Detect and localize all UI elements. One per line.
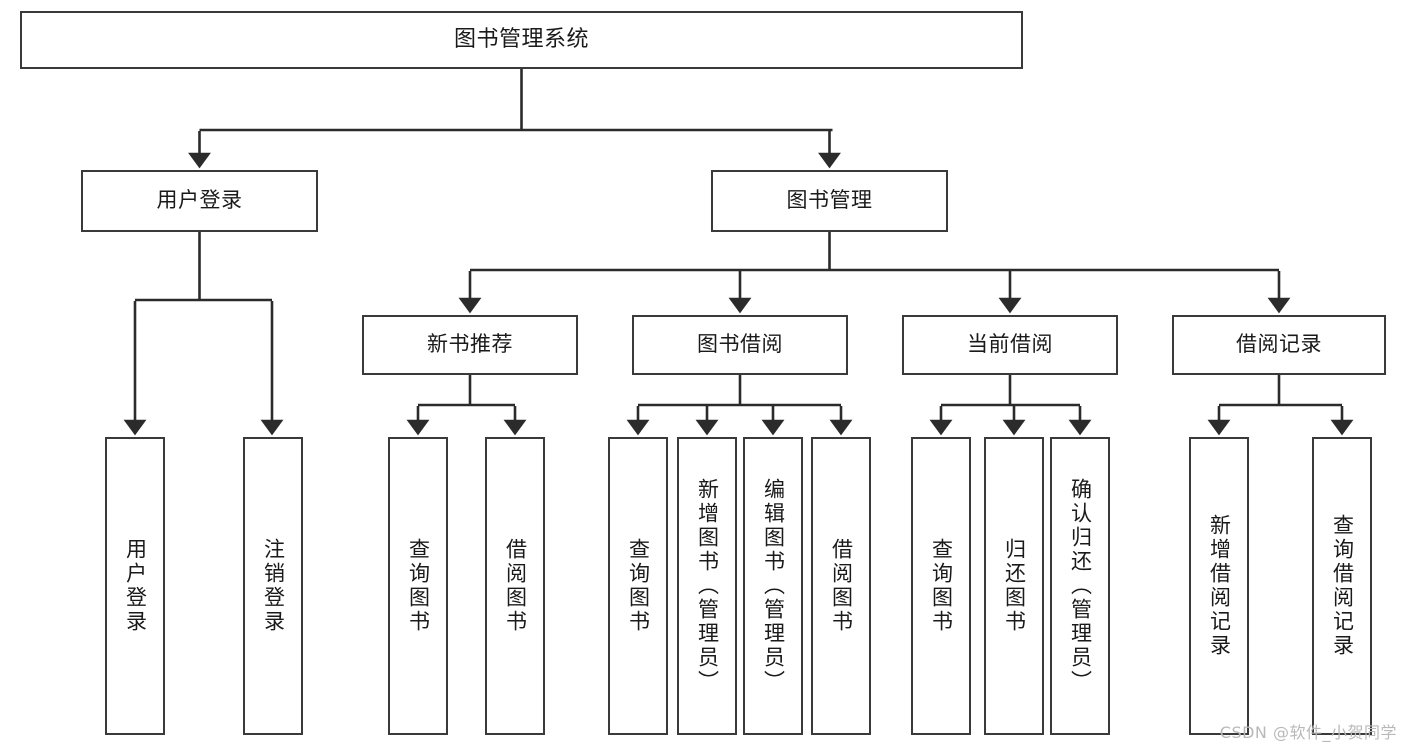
node-current-borrow[interactable]: 当前借阅 <box>902 315 1118 375</box>
leaf-borrow-book-recommend[interactable]: 借阅图书 <box>485 437 545 735</box>
node-book-borrow[interactable]: 图书借阅 <box>632 315 848 375</box>
node-borrow-record[interactable]: 借阅记录 <box>1172 315 1386 375</box>
leaf-query-book-current[interactable]: 查询图书 <box>911 437 971 735</box>
node-new-book-recommend[interactable]: 新书推荐 <box>362 315 578 375</box>
leaf-add-borrow-record[interactable]: 新增借阅记录 <box>1189 437 1249 735</box>
leaf-query-book-borrow[interactable]: 查询图书 <box>608 437 668 735</box>
leaf-edit-book-admin[interactable]: 编辑图书（管理员） <box>743 437 803 735</box>
node-user-login[interactable]: 用户登录 <box>81 170 318 232</box>
leaf-query-borrow-record[interactable]: 查询借阅记录 <box>1312 437 1372 735</box>
leaf-return-book[interactable]: 归还图书 <box>984 437 1044 735</box>
leaf-user-login[interactable]: 用户登录 <box>105 437 165 735</box>
leaf-user-logout[interactable]: 注销登录 <box>243 437 303 735</box>
leaf-add-book-admin[interactable]: 新增图书（管理员） <box>677 437 737 735</box>
node-book-manage[interactable]: 图书管理 <box>711 170 948 232</box>
node-root-system[interactable]: 图书管理系统 <box>20 11 1023 69</box>
csdn-watermark: CSDN @软件_小贺同学 <box>1219 723 1397 742</box>
leaf-borrow-book[interactable]: 借阅图书 <box>811 437 871 735</box>
leaf-query-book-recommend[interactable]: 查询图书 <box>388 437 448 735</box>
leaf-confirm-return-admin[interactable]: 确认归还（管理员） <box>1050 437 1110 735</box>
